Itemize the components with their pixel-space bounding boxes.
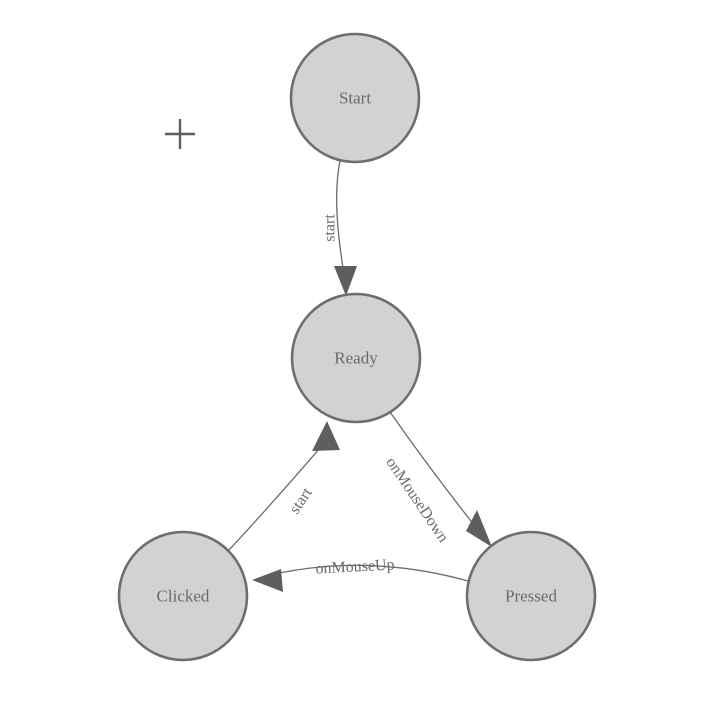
plus-marker-icon [165, 119, 195, 149]
node-label-pressed: Pressed [505, 587, 557, 606]
arrowhead-icon [466, 510, 492, 547]
edge-pressed-to-clicked[interactable]: onMouseUp [252, 556, 469, 592]
edge-clicked-to-ready[interactable]: start [227, 421, 340, 552]
state-node-clicked[interactable]: Clicked [117, 530, 249, 662]
edge-label-ready-to-pressed: onMouseDown [382, 454, 451, 545]
edge-ready-to-pressed[interactable]: onMouseDown [382, 411, 492, 547]
arrowhead-icon [334, 266, 357, 296]
edge-start-to-ready[interactable]: start [322, 160, 358, 296]
edge-label-start-to-ready: start [322, 214, 339, 242]
edge-label-pressed-to-clicked: onMouseUp [315, 556, 395, 577]
edge-path [261, 564, 469, 582]
edge-path [227, 447, 321, 552]
node-circle[interactable] [465, 530, 597, 662]
edge-label-clicked-to-ready: start [286, 484, 316, 517]
state-node-ready[interactable]: Ready [290, 292, 422, 424]
node-label-clicked: Clicked [157, 587, 210, 606]
node-circle[interactable] [290, 292, 422, 424]
arrowhead-icon [312, 421, 340, 451]
node-label-start: Start [339, 89, 371, 108]
arrowhead-icon [252, 569, 283, 592]
state-node-pressed[interactable]: Pressed [465, 530, 597, 662]
node-circle[interactable] [289, 32, 421, 164]
node-label-ready: Ready [334, 349, 378, 368]
state-node-start[interactable]: Start [289, 32, 421, 164]
node-circle[interactable] [117, 530, 249, 662]
